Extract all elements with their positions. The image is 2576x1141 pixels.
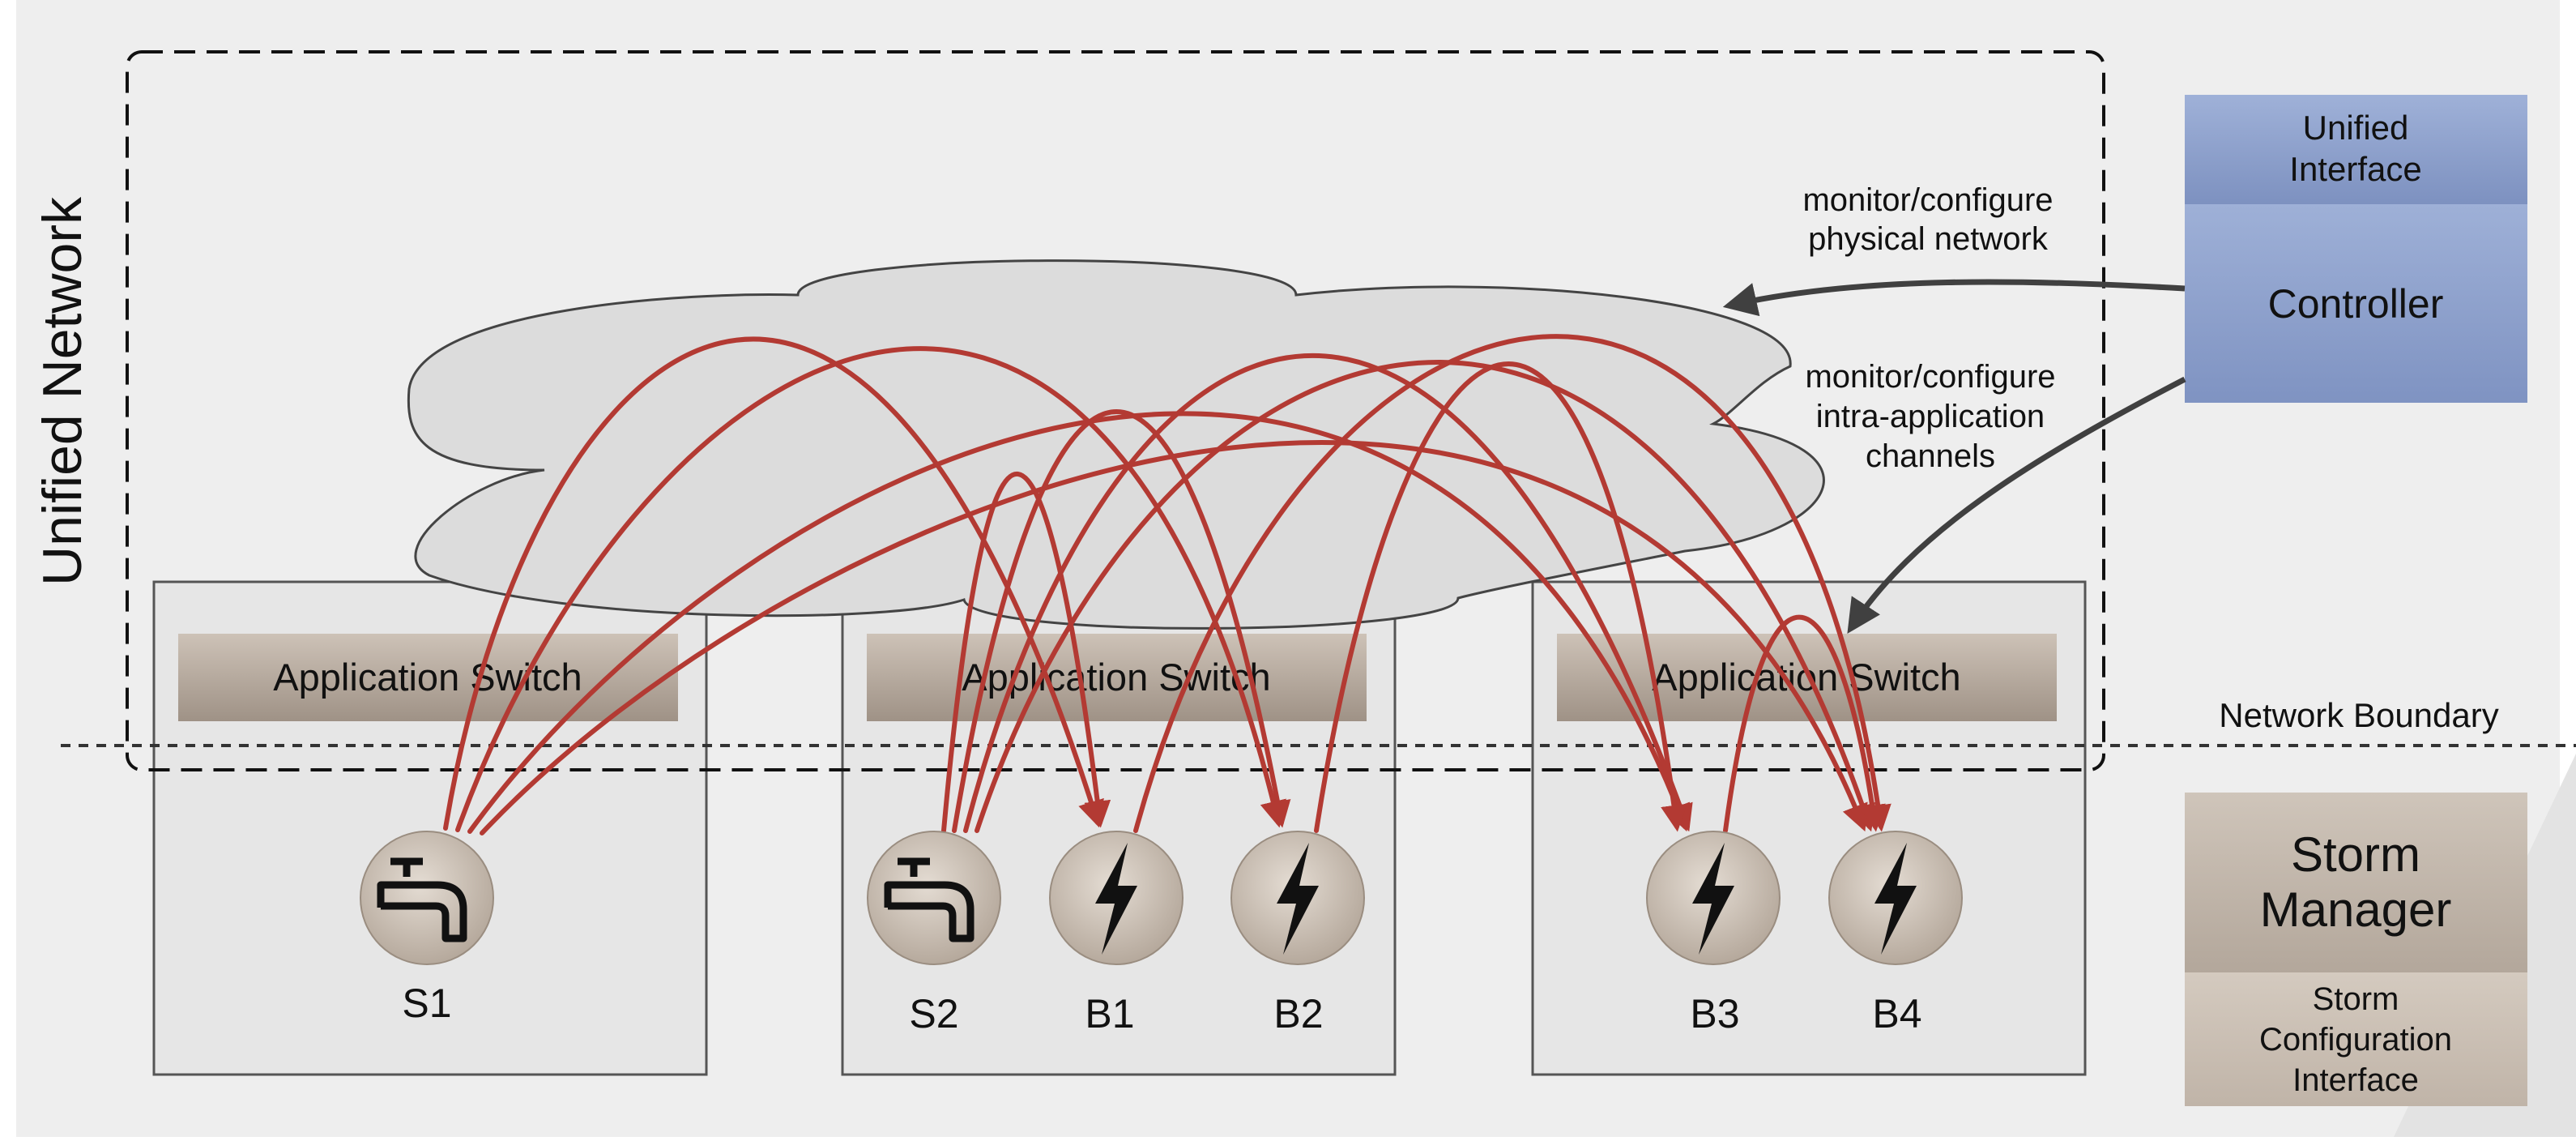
bolt-b3[interactable]: B3: [1646, 831, 1781, 1036]
unified-network-label: Unified Network: [32, 196, 93, 586]
arrow-controller-to-switch: [1847, 376, 2186, 635]
faucet-icon: [377, 857, 467, 942]
storm-config-line1: Storm: [2313, 981, 2399, 1017]
channel-s2-b1: [941, 472, 1111, 833]
node-label: B4: [1872, 991, 1921, 1036]
node-label: B3: [1690, 991, 1739, 1036]
node-label: B1: [1085, 991, 1134, 1036]
switch-label: Application Switch: [273, 656, 582, 699]
bolt-b4[interactable]: B4: [1828, 831, 1963, 1036]
intra-application-channels: [443, 334, 1891, 835]
annotation-channels-line3: channels: [1866, 438, 1995, 474]
channel-b2-b3: [1314, 361, 1687, 833]
annotation-channels-line1: monitor/configure: [1805, 359, 2055, 395]
application-switch-2: Application Switch: [867, 634, 1367, 721]
spout-s2[interactable]: S2: [867, 831, 1001, 1036]
bolt-b1[interactable]: B1: [1049, 831, 1184, 1036]
lightning-bolt-icon: [1277, 843, 1319, 955]
channel-s2-b4: [975, 359, 1876, 833]
network-boundary-label: Network Boundary: [2219, 696, 2499, 734]
channel-s1-b1: [443, 336, 1104, 831]
spout-s1[interactable]: S1: [360, 831, 494, 1026]
channel-s2-b3: [963, 353, 1693, 833]
controller-label: Controller: [2268, 281, 2444, 327]
unified-interface-box: Unified Interface: [2185, 95, 2527, 204]
application-switch-1: Application Switch: [178, 634, 678, 721]
lightning-bolt-icon: [1692, 843, 1734, 955]
annotation-physical-line2: physical network: [1808, 221, 2049, 257]
channel-s1-b3: [467, 411, 1691, 834]
storm-config-line2: Configuration: [2259, 1022, 2452, 1058]
storm-config-line3: Interface: [2292, 1062, 2419, 1098]
faucet-icon: [884, 857, 975, 942]
arrow-controller-to-network: [1722, 279, 2186, 317]
unified-interface-title-line1: Unified: [2303, 109, 2409, 147]
storm-configuration-interface-box[interactable]: Storm Configuration Interface: [2185, 972, 2527, 1106]
annotation-channels-line2: intra-application: [1816, 399, 2045, 434]
lightning-bolt-icon: [1874, 843, 1917, 955]
lightning-bolt-icon: [1095, 843, 1137, 955]
annotation-physical-line1: monitor/configure: [1802, 182, 2053, 218]
node-label: S2: [909, 991, 958, 1036]
channel-b1-b4: [1133, 334, 1891, 833]
node-label: S1: [402, 981, 451, 1026]
unified-interface-title-line2: Interface: [2289, 150, 2421, 188]
channel-b3-b4: [1723, 614, 1886, 833]
bolt-b2[interactable]: B2: [1230, 831, 1365, 1036]
channel-s1-b4: [480, 440, 1868, 835]
storm-manager-title-line1: Storm: [2291, 827, 2420, 882]
switch-label: Application Switch: [1652, 656, 1960, 699]
controller-box[interactable]: Controller: [2185, 204, 2527, 403]
storm-manager-box: Storm Manager: [2185, 793, 2527, 972]
application-switch-3: Application Switch: [1557, 634, 2057, 721]
storm-manager-title-line2: Manager: [2260, 882, 2452, 937]
channel-s1-b2: [455, 346, 1286, 832]
node-label: B2: [1273, 991, 1323, 1036]
unified-network-region: [126, 50, 2105, 771]
